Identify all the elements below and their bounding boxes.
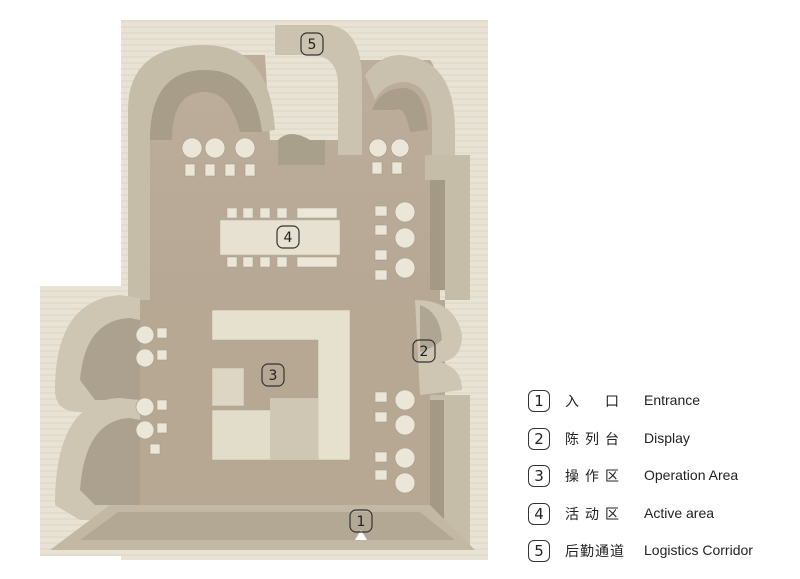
curved-wall-top-left: [128, 45, 275, 300]
legend-row-entrance: 1 入 口 Entrance: [528, 388, 768, 426]
legend-english-label: Active area: [644, 504, 715, 521]
plan-label-logistics: 5: [300, 32, 324, 56]
entrance-arrow-icon: [355, 530, 367, 540]
plan-label-operation: 3: [261, 363, 285, 387]
legend-english-label: Logistics Corridor: [644, 542, 753, 558]
legend-chinese-label: 活动区: [565, 506, 625, 523]
operation-counter: [211, 309, 351, 461]
legend-chinese-label: 陈列台: [565, 431, 625, 448]
legend-english-label: Display: [644, 429, 690, 446]
legend-row-operation: 3 操作区 Operation Area: [528, 463, 768, 501]
svg-text:3: 3: [269, 368, 278, 384]
legend-number: 1: [528, 390, 550, 412]
legend-number: 5: [528, 540, 550, 562]
legend-chinese-label: 后勤通道: [565, 544, 625, 560]
legend-number: 2: [528, 427, 550, 450]
legend-row-active: 4 活动区 Active area: [528, 501, 768, 539]
svg-text:4: 4: [284, 230, 293, 246]
active-area-stools: [226, 207, 338, 268]
active-area-table: [219, 219, 341, 256]
legend: 1 入 口 Entrance 2 陈列台 Display 3 操作区 Opera…: [528, 388, 768, 576]
legend-english-label: Entrance: [644, 392, 701, 408]
logistics-corridor: [275, 25, 362, 165]
legend-chinese-label: 操作区: [565, 469, 625, 485]
svg-text:1: 1: [357, 514, 366, 530]
legend-row-display: 2 陈列台 Display: [528, 426, 768, 464]
plan-label-active: 4: [276, 225, 300, 249]
curved-wall-top-right: [365, 55, 470, 300]
legend-number: 4: [528, 502, 550, 525]
svg-text:5: 5: [308, 37, 317, 53]
bottom-wall: [50, 505, 475, 550]
legend-english-label: Operation Area: [644, 467, 739, 483]
legend-chinese-label: 入 口: [565, 394, 625, 410]
curved-wall-left: [55, 295, 140, 520]
plan-label-entrance: 1: [349, 509, 373, 533]
legend-row-logistics: 5 后勤通道 Logistics Corridor: [528, 538, 768, 576]
dining-sets: [135, 137, 416, 494]
legend-number: 3: [528, 465, 550, 487]
plan-label-display: 2: [412, 339, 436, 363]
svg-text:2: 2: [420, 344, 429, 360]
